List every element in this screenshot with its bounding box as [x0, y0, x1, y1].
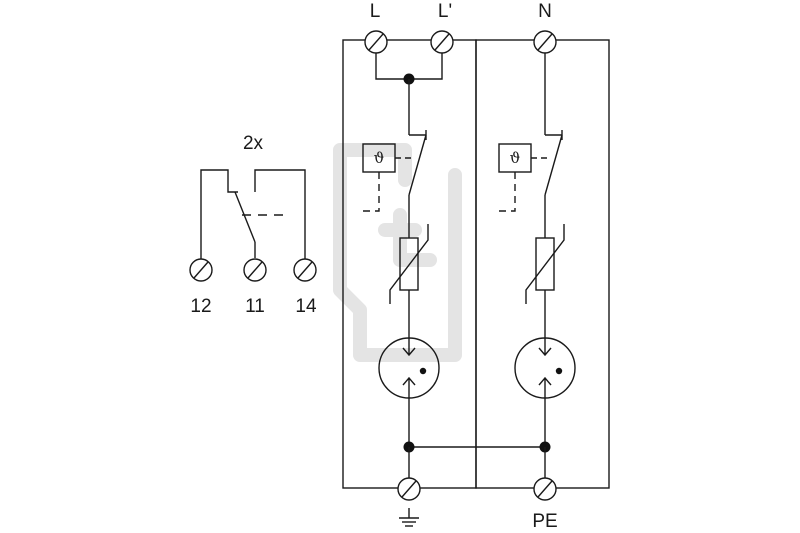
- terminal-earth-screw: [397, 477, 421, 501]
- right-branch: [544, 53, 563, 447]
- earth-ground-icon: [399, 508, 419, 527]
- thermal-symbol-right: ϑ: [510, 149, 521, 167]
- module-right-frame: [475, 39, 610, 489]
- varistor-left: [389, 224, 429, 304]
- thermal-disconnect-left: ϑ: [362, 143, 414, 212]
- left-branch: [408, 79, 427, 447]
- gas-discharge-tube-left: [378, 337, 440, 399]
- thermal-symbol-left: ϑ: [374, 149, 385, 167]
- watermark-logo: [333, 143, 462, 362]
- terminal-label-l-prime: L': [438, 1, 452, 22]
- terminal-n-screw: [533, 30, 557, 54]
- varistor-right: [525, 224, 565, 304]
- aux-terminal-14-screw: [293, 258, 317, 282]
- aux-terminal-label-11: 11: [245, 296, 265, 317]
- thermal-disconnect-right: ϑ: [498, 143, 550, 212]
- contact-multiplier-label: 2x: [243, 133, 264, 154]
- terminal-label-l: L: [370, 1, 381, 22]
- terminal-pe-screw: [533, 477, 557, 501]
- terminal-l-prime-screw: [430, 30, 454, 54]
- aux-terminal-label-12: 12: [190, 296, 211, 317]
- aux-terminal-12-screw: [189, 258, 213, 282]
- gas-discharge-tube-right: [514, 337, 576, 399]
- aux-terminal-11-screw: [243, 258, 267, 282]
- terminal-l-screw: [364, 30, 388, 54]
- aux-terminal-label-14: 14: [295, 296, 317, 317]
- aux-changeover-contact: [200, 169, 306, 259]
- terminal-label-n: N: [538, 1, 552, 22]
- terminal-label-pe: PE: [532, 511, 557, 532]
